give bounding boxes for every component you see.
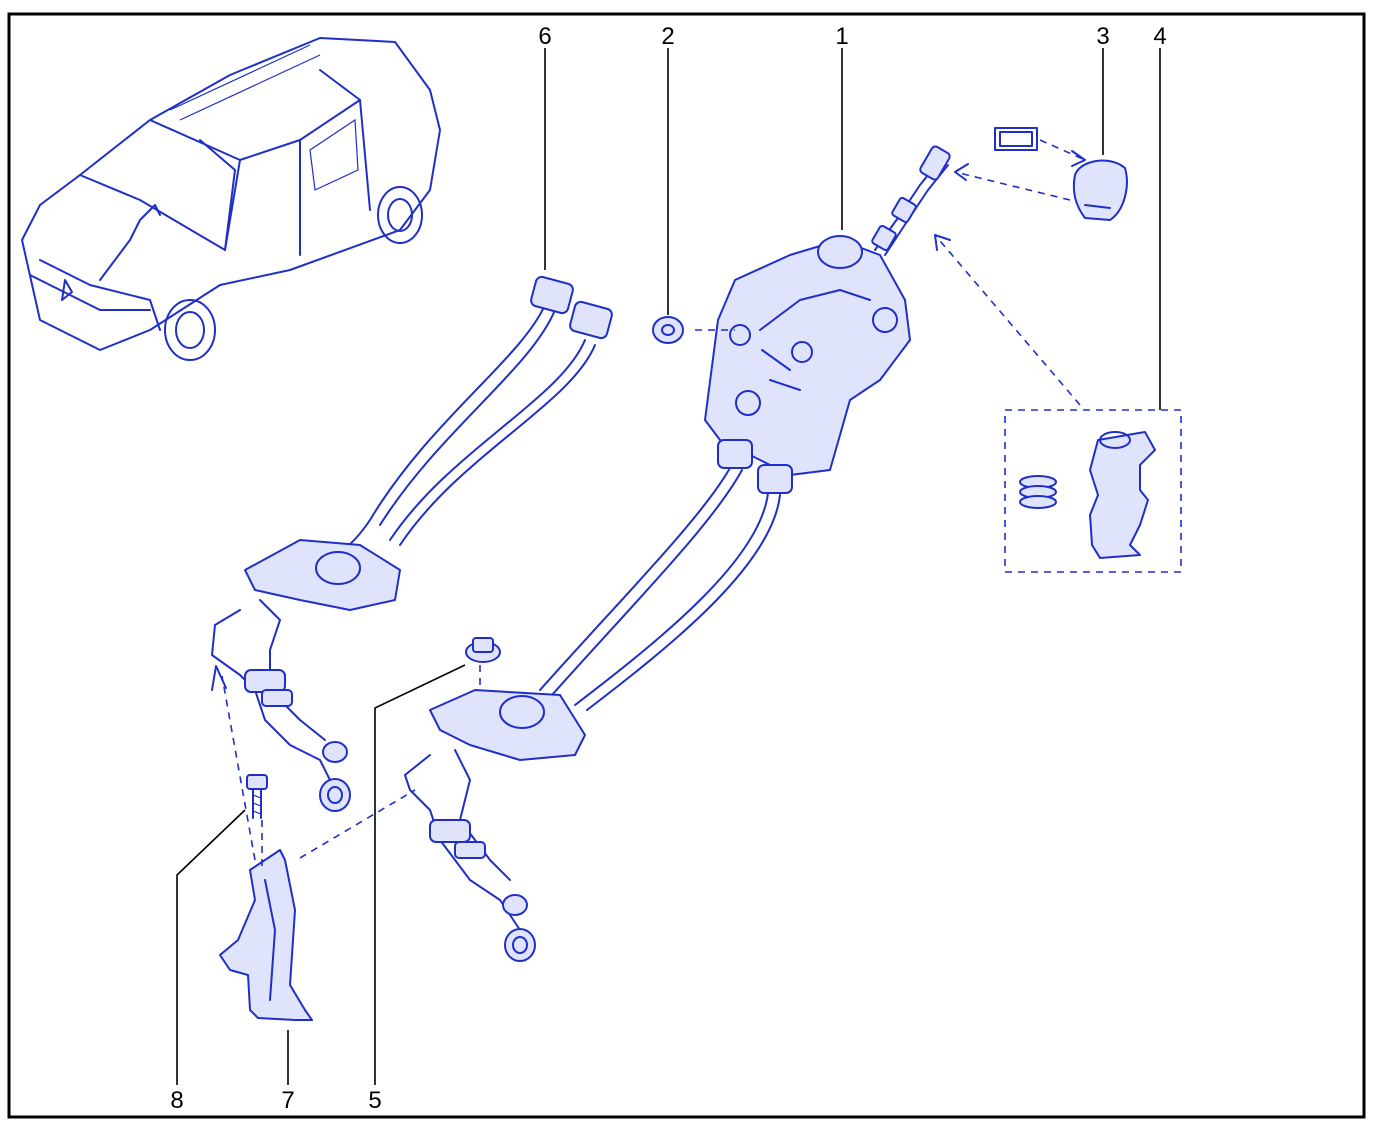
assembly-arrows bbox=[211, 139, 1086, 870]
label-plate-icon bbox=[994, 127, 1038, 151]
bushing-kit-icon bbox=[1004, 409, 1182, 573]
diagram-frame bbox=[7, 12, 1366, 1119]
callout-4: 4 bbox=[1153, 23, 1166, 50]
callout-7: 7 bbox=[281, 1087, 294, 1114]
leader-lines bbox=[176, 48, 1161, 1085]
gear-knob-icon bbox=[1072, 159, 1128, 221]
callout-5: 5 bbox=[368, 1087, 381, 1114]
callout-8: 8 bbox=[170, 1087, 183, 1114]
gear-selector-assembly-icon bbox=[404, 145, 951, 962]
callout-3: 3 bbox=[1096, 23, 1109, 50]
bolt-icon bbox=[246, 774, 268, 819]
vehicle-thumbnail-icon bbox=[21, 37, 441, 361]
flange-nut-icon bbox=[465, 637, 501, 663]
nut-icon bbox=[652, 316, 684, 344]
bracket-icon bbox=[219, 849, 313, 1021]
callout-1: 1 bbox=[835, 23, 848, 50]
callout-2: 2 bbox=[661, 23, 674, 50]
cable-assembly-icon bbox=[211, 275, 613, 812]
callout-labels: 1 2 3 4 5 6 7 8 bbox=[170, 23, 1166, 1114]
callout-6: 6 bbox=[538, 23, 551, 50]
